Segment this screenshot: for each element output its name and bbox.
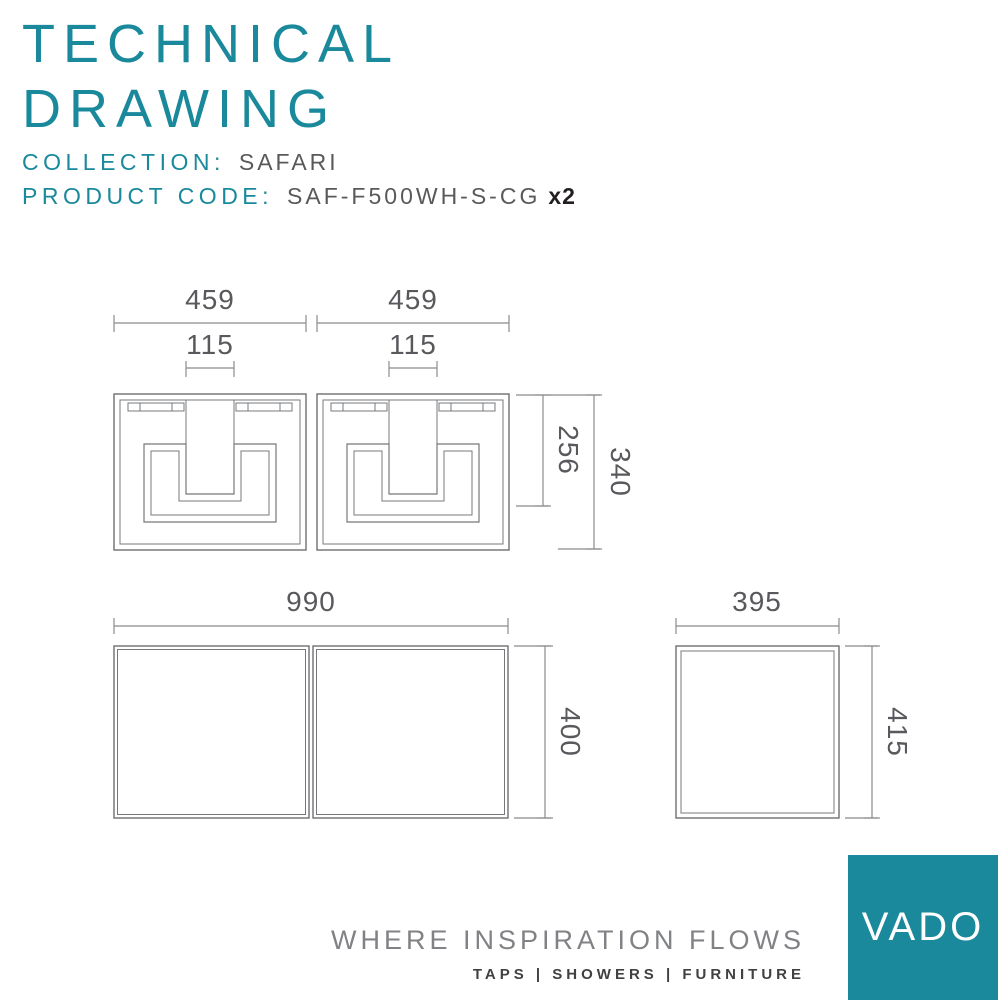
dim-side-height: 415 bbox=[882, 707, 913, 757]
dim-top-unit1-width: 459 bbox=[185, 284, 235, 315]
dim-top-unit2-width: 459 bbox=[388, 284, 438, 315]
page-title-line2: DRAWING bbox=[22, 78, 337, 139]
side-view bbox=[675, 645, 840, 819]
front-view-door-2 bbox=[312, 645, 509, 819]
vado-logo: VADO bbox=[848, 855, 998, 1000]
brand-categories: TAPS | SHOWERS | FURNITURE bbox=[472, 966, 805, 983]
product-code-label: PRODUCT CODE: bbox=[22, 183, 274, 209]
collection-label: COLLECTION: bbox=[22, 149, 225, 175]
dim-top-inner-depth: 256 bbox=[553, 425, 584, 475]
collection-line: COLLECTION: SAFARI bbox=[22, 149, 339, 176]
dim-side-depth: 395 bbox=[732, 586, 782, 617]
dim-front-height: 400 bbox=[555, 707, 586, 757]
dim-top-total-depth: 340 bbox=[605, 447, 636, 497]
dim-front-width: 990 bbox=[286, 586, 336, 617]
dim-top-unit2-channel: 115 bbox=[389, 329, 437, 360]
product-code-line: PRODUCT CODE: SAF-F500WH-S-CG x2 bbox=[22, 183, 576, 210]
front-view bbox=[113, 645, 509, 819]
dim-top-unit1-channel: 115 bbox=[186, 329, 234, 360]
top-view-unit-1 bbox=[113, 393, 307, 551]
dimension-lines bbox=[113, 315, 880, 819]
product-quantity: x2 bbox=[548, 183, 576, 209]
brand-tagline: WHERE INSPIRATION FLOWS bbox=[330, 925, 805, 955]
page-title-line1: TECHNICAL bbox=[22, 14, 401, 74]
vado-logo-text: VADO bbox=[861, 905, 985, 949]
page-title: TECHNICAL DRAWING bbox=[22, 12, 400, 142]
product-code-value: SAF-F500WH-S-CG bbox=[287, 183, 541, 209]
front-view-door-1 bbox=[113, 645, 310, 819]
collection-value: SAFARI bbox=[238, 149, 339, 175]
dimension-labels: 459 459 115 115 256 340 990 400 395 415 bbox=[185, 284, 913, 757]
top-view-unit-2 bbox=[316, 393, 510, 551]
top-view bbox=[113, 393, 510, 551]
